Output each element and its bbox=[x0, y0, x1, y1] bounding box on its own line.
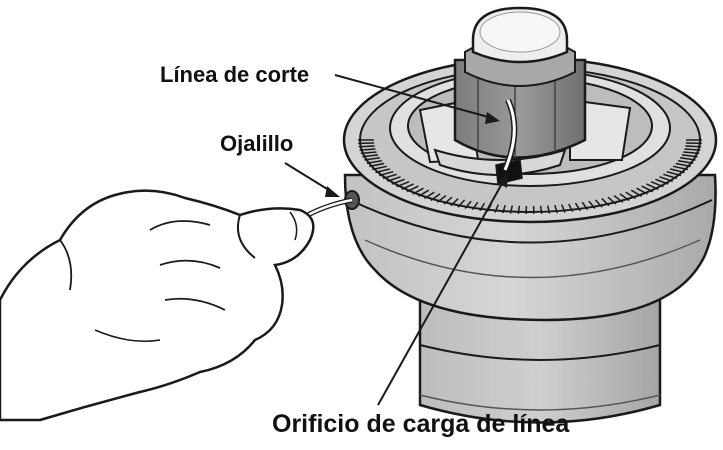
hand bbox=[0, 191, 313, 420]
leader-eyelet bbox=[285, 163, 340, 197]
label-eyelet: Ojalillo bbox=[220, 133, 293, 155]
label-cutting-line: Línea de corte bbox=[160, 64, 309, 86]
ratchet-tooth bbox=[359, 146, 375, 147]
bump-knob bbox=[473, 8, 567, 62]
ratchet-tooth bbox=[685, 146, 701, 147]
label-line-loading-hole: Orificio de carga de línea bbox=[272, 412, 569, 437]
